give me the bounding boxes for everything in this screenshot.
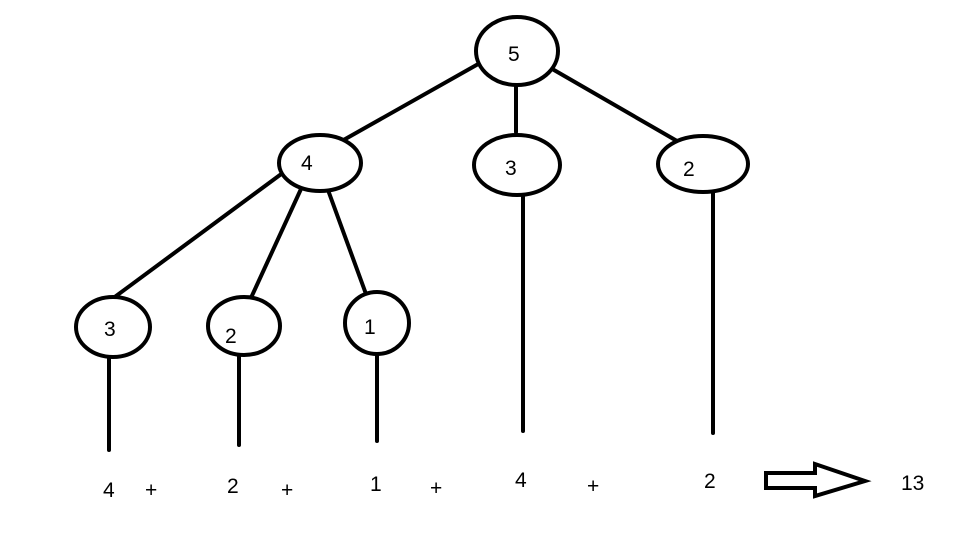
node-child-a: 4 xyxy=(277,133,363,193)
node-child-b-label: 3 xyxy=(505,157,517,180)
node-root-label: 5 xyxy=(508,43,520,66)
sum-term-3: 1 xyxy=(370,473,382,496)
sum-term-1: 4 xyxy=(103,479,115,502)
node-leaf-b: 2 xyxy=(206,295,282,357)
edge-root-to-4 xyxy=(338,61,482,144)
plus-sign-3: + xyxy=(430,477,442,500)
node-child-b: 3 xyxy=(472,133,562,197)
edge-4-to-1 xyxy=(326,188,368,296)
node-root: 5 xyxy=(474,15,560,87)
plus-sign-1: + xyxy=(145,479,157,502)
node-child-c: 2 xyxy=(656,134,750,194)
node-leaf-b-label: 2 xyxy=(225,325,237,348)
sum-term-4: 4 xyxy=(515,469,527,492)
sum-result: 13 xyxy=(901,472,924,495)
node-child-a-label: 4 xyxy=(301,152,313,175)
plus-sign-4: + xyxy=(587,475,599,498)
node-child-c-label: 2 xyxy=(683,158,695,181)
sum-term-2: 2 xyxy=(227,475,239,498)
sum-term-5: 2 xyxy=(704,470,716,493)
node-leaf-c-label: 1 xyxy=(364,316,376,339)
node-leaf-a-label: 3 xyxy=(104,318,116,341)
right-arrow-icon xyxy=(764,461,872,499)
node-leaf-c: 1 xyxy=(343,290,411,356)
edge-4-to-3 xyxy=(110,170,286,301)
plus-sign-2: + xyxy=(281,479,293,502)
node-leaf-a: 3 xyxy=(74,295,152,359)
edge-root-to-2 xyxy=(552,68,679,143)
edge-4-to-2 xyxy=(248,187,303,302)
